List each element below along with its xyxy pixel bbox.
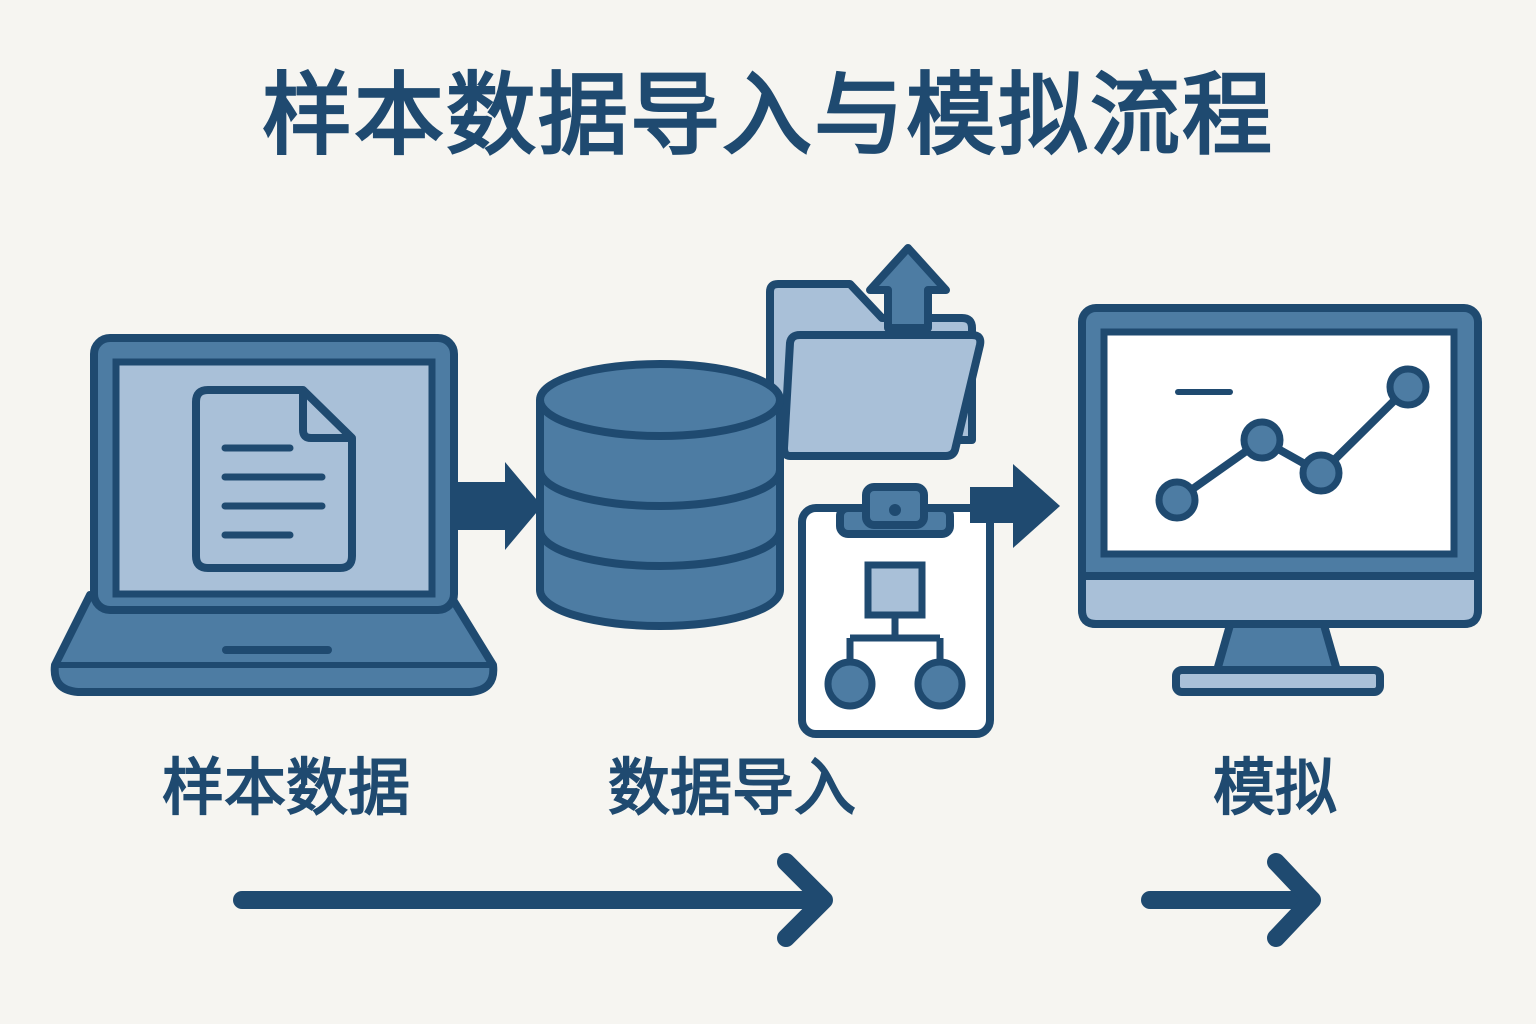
arrow-icon xyxy=(970,464,1060,548)
step-label-data-import: 数据导入 xyxy=(607,751,856,824)
step-label-sample-data: 样本数据 xyxy=(161,751,410,824)
arrow-icon xyxy=(456,462,542,550)
document-icon xyxy=(192,386,356,572)
monitor-chart-icon xyxy=(1078,304,1482,696)
step-label-simulation: 模拟 xyxy=(1212,751,1337,824)
database-icon xyxy=(536,360,784,630)
laptop-document-icon xyxy=(50,334,498,696)
flow-arrow-long xyxy=(233,853,833,947)
folder-upload-icon xyxy=(766,244,985,460)
clipboard-hierarchy-icon xyxy=(798,483,994,738)
page-title: 样本数据导入与模拟流程 xyxy=(262,63,1274,168)
flow-arrow-short xyxy=(1141,853,1321,947)
